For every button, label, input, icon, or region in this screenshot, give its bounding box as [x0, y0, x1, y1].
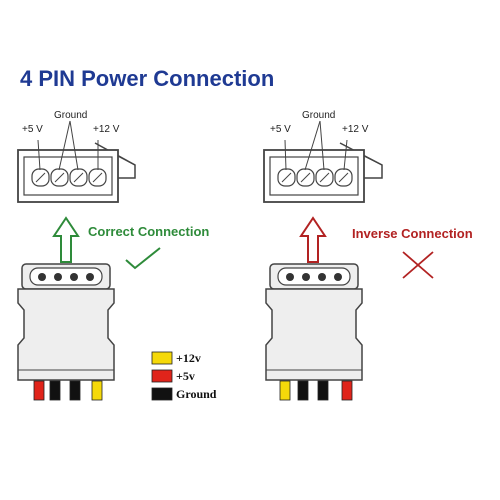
right-socket: +5 V Ground +12 V [263, 110, 383, 203]
legend-swatch-12v [151, 351, 173, 365]
left-label-12v: +12 V [93, 124, 120, 135]
left-label-ground: Ground [54, 110, 87, 121]
left-plug [17, 263, 115, 401]
cross-icon [402, 251, 434, 279]
right-arrow-up-icon [299, 216, 327, 263]
legend-swatch-5v [151, 369, 173, 383]
right-label-12v: +12 V [342, 124, 369, 135]
left-arrow-up-icon [52, 216, 80, 263]
legend-swatch-ground [151, 387, 173, 401]
wire-color-legend: +12v +5v Ground [151, 351, 217, 401]
right-label-ground: Ground [302, 110, 335, 121]
page-title: 4 PIN Power Connection [20, 66, 274, 91]
legend-label-12v: +12v [176, 351, 201, 365]
right-plug [265, 263, 363, 401]
left-socket: +5 V Ground +12 V [17, 110, 136, 203]
legend-label-ground: Ground [176, 387, 217, 401]
check-icon [125, 247, 161, 270]
legend-label-5v: +5v [176, 369, 195, 383]
correct-connection-label: Correct Connection [88, 224, 209, 239]
inverse-connection-label: Inverse Connection [352, 226, 473, 241]
left-label-5v: +5 V [22, 124, 43, 135]
right-label-5v: +5 V [270, 124, 291, 135]
